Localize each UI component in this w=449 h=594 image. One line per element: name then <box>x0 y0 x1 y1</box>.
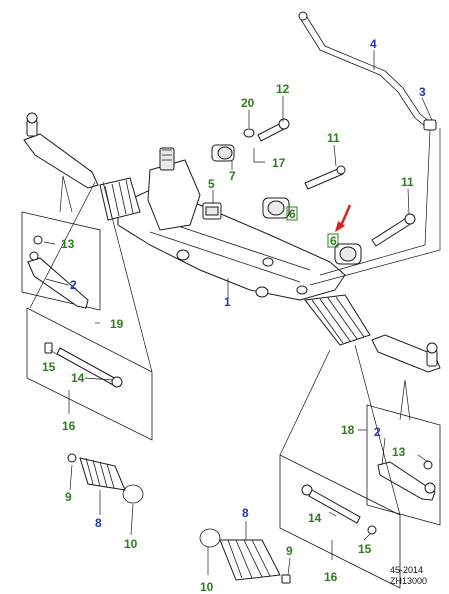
detail-box-left-tie-rod <box>26 307 153 441</box>
callout-6-box-upper: 6 <box>286 206 298 221</box>
callout-11-lower: 11 <box>401 175 414 189</box>
callout-8-right: 8 <box>242 506 249 520</box>
figure-ref: ZH13000 <box>390 576 427 586</box>
callout-5: 5 <box>208 177 215 191</box>
bellows-right-loose <box>199 528 291 584</box>
svg-text:6: 6 <box>289 207 296 221</box>
bolt-12 <box>257 118 290 142</box>
callout-12: 12 <box>276 82 290 96</box>
callout-9-left: 9 <box>65 490 72 504</box>
washer-20 <box>243 128 255 138</box>
callout-10-left: 10 <box>124 537 138 551</box>
callout-20: 20 <box>241 96 255 110</box>
bellows-left-loose <box>67 453 144 504</box>
callout-15-right: 15 <box>358 542 372 556</box>
rack-right-bellows <box>304 294 371 346</box>
detail-box-right-tie-rod-end <box>366 404 441 526</box>
callout-11-upper: 11 <box>327 131 340 145</box>
callout-9-right: 9 <box>286 544 293 558</box>
svg-text:6: 6 <box>330 234 337 248</box>
callout-19: 19 <box>110 317 124 331</box>
callout-3: 3 <box>419 85 426 99</box>
callout-8-left: 8 <box>95 516 102 530</box>
steering-rack-assembly <box>117 147 346 301</box>
pointer-arrow <box>335 204 352 232</box>
callout-2-right: 2 <box>374 425 381 439</box>
callout-1: 1 <box>224 295 231 309</box>
callout-17: 17 <box>272 156 286 170</box>
callout-13-left: 13 <box>61 237 75 251</box>
detail-box-left-tie-rod-end <box>21 211 101 311</box>
callout-16-left: 16 <box>62 419 76 433</box>
callout-10-right: 10 <box>200 580 214 594</box>
figure-code: 45-2014 <box>390 565 423 575</box>
callout-14-left: 14 <box>71 371 85 385</box>
callout-13-right: 13 <box>392 445 406 459</box>
rack-left-tie-rod-end <box>23 112 99 189</box>
callout-7: 7 <box>229 169 236 183</box>
callouts: 1 2 2 3 4 5 6 6 7 8 8 9 9 10 10 11 11 12… <box>42 37 426 594</box>
leader-lines <box>29 50 441 576</box>
callout-18: 18 <box>341 423 355 437</box>
bracket-5 <box>202 202 222 220</box>
callout-4: 4 <box>370 37 377 51</box>
callout-6-box-lower: 6 <box>327 233 339 248</box>
mounting-bushing-lower <box>334 243 362 265</box>
rack-left-bellows <box>99 177 141 221</box>
bolt-11-upper <box>304 165 346 190</box>
callout-14-right: 14 <box>308 511 322 525</box>
stabilizer-bar <box>298 11 437 131</box>
figure-reference: 45-2014 ZH13000 <box>390 565 427 586</box>
detail-box-right-tie-rod <box>279 454 401 589</box>
mounting-bushing-upper <box>211 144 235 162</box>
callout-15-left: 15 <box>42 360 56 374</box>
bolt-11-lower <box>371 213 416 247</box>
callout-16-right: 16 <box>324 570 338 584</box>
callout-2-left: 2 <box>70 278 77 292</box>
rack-right-tie-rod-end <box>371 334 441 373</box>
mounting-bushing-middle <box>262 197 290 219</box>
